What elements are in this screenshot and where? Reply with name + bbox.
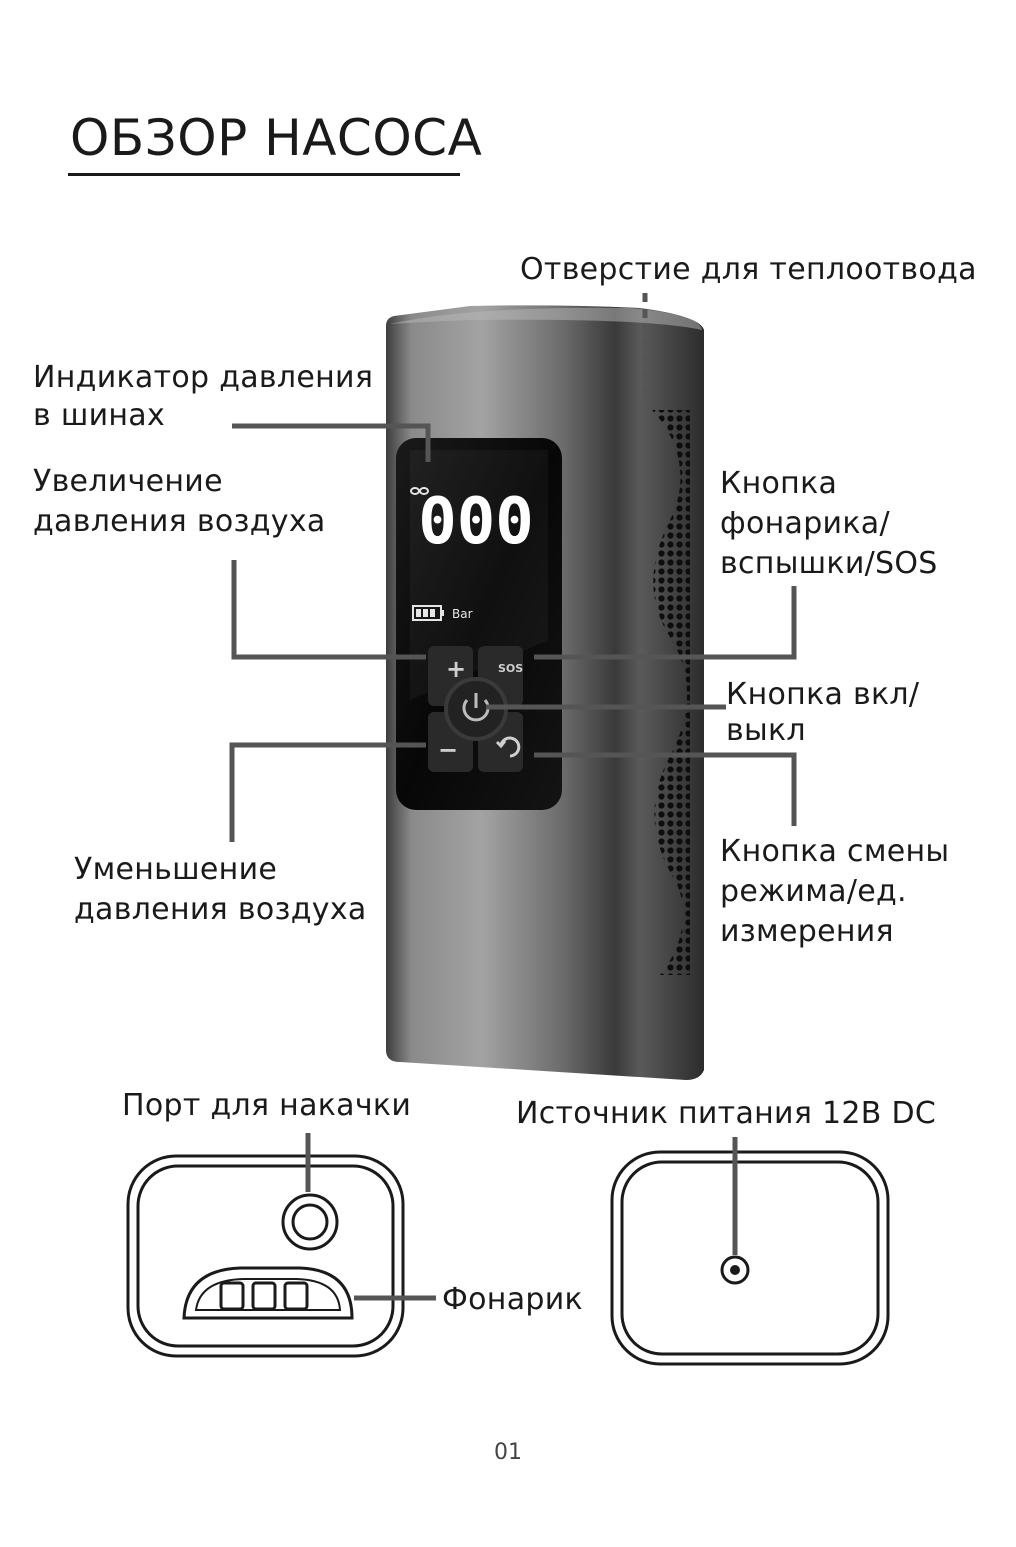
- increase-label-line1: Увеличение: [33, 464, 223, 499]
- pressure-indicator-label-line1: Индикатор давления: [33, 360, 374, 395]
- minus-icon: −: [438, 736, 458, 764]
- battery-icon: [412, 605, 444, 621]
- led-2: [251, 1281, 277, 1311]
- pressure-readout: 000: [418, 485, 534, 559]
- flashlight-button-label-line1: Кнопка: [720, 466, 838, 501]
- pressure-indicator-label-line2: в шинах: [33, 398, 166, 433]
- increase-label-line2: давления воздуха: [33, 504, 326, 539]
- inflation-end-outline: [126, 1154, 405, 1358]
- tire-icon: [410, 487, 429, 495]
- mode-button-label-line1: Кнопка смены: [720, 834, 950, 869]
- title-underline: [68, 173, 460, 176]
- power-button-label-line1: Кнопка вкл/: [726, 677, 920, 712]
- unit-label: Bar: [452, 607, 473, 621]
- flashlight-button-leader: [534, 586, 797, 660]
- led-1: [219, 1281, 245, 1311]
- inflation-port: [281, 1193, 339, 1251]
- led-3: [283, 1281, 309, 1311]
- page-number: 01: [494, 1440, 522, 1465]
- flashlight-housing: [182, 1266, 354, 1320]
- flashlight-button-label-line2: фонарика/: [720, 506, 890, 541]
- sos-icon: SOS: [498, 662, 523, 675]
- inflation-port-label: Порт для накачки: [122, 1088, 412, 1123]
- decrease-leader: [229, 742, 426, 842]
- power-end-outline: [610, 1150, 890, 1366]
- power-button-label-line2: выкл: [726, 713, 806, 748]
- mode-button-label-line3: измерения: [720, 914, 894, 949]
- mode-button-leader: [534, 752, 797, 826]
- flashlight-button-label-line3: вспышки/SOS: [720, 546, 938, 581]
- heat-vent-label: Отверстие для теплоотвода: [520, 252, 977, 287]
- flashlight-label: Фонарик: [442, 1282, 583, 1317]
- increase-leader: [231, 560, 426, 660]
- plus-icon: +: [446, 655, 466, 683]
- decrease-label-line2: давления воздуха: [74, 892, 367, 927]
- pressure-indicator-leader: [232, 423, 431, 462]
- power-source-label: Источник питания 12В DC: [516, 1096, 937, 1131]
- decrease-label-line1: Уменьшение: [74, 852, 278, 887]
- page-title: ОБЗОР НАСОСА: [70, 109, 483, 167]
- refresh-icon: [495, 736, 521, 758]
- mode-button-label-line2: режима/ед.: [720, 874, 907, 909]
- dc-power-jack: [720, 1255, 750, 1285]
